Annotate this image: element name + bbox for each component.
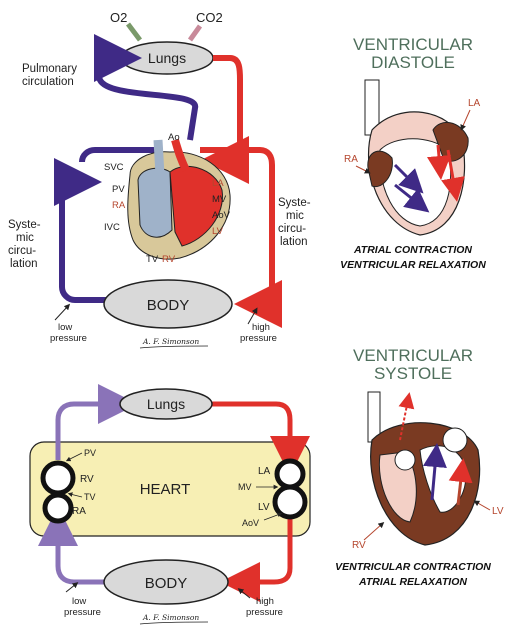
bottom-low-pressure-2: pressure (64, 607, 101, 618)
low-pressure-1: low (58, 322, 72, 333)
lungs-label: Lungs (148, 50, 186, 66)
label-ivc: IVC (104, 222, 120, 233)
bottom-mv-label: MV (238, 482, 252, 492)
pulmonary-label-1: Pulmonary (22, 63, 77, 75)
pulmonary-artery-path (93, 34, 198, 141)
pulmonary-label-2: circulation (22, 76, 74, 88)
systemic-right-1: Syste- (278, 197, 311, 209)
diastole-heart-illustration (364, 79, 469, 236)
low-pressure-pointer-icon (54, 303, 71, 321)
co2-out-arrow-icon (187, 24, 203, 42)
high-pressure-1: high (252, 322, 270, 333)
bottom-la-label: LA (258, 466, 271, 477)
o2-label: O2 (110, 10, 127, 25)
systemic-left-2: mic (16, 232, 34, 244)
diastole-caption-2: VENTRICULAR RELAXATION (340, 259, 486, 271)
diastole-caption-1: ATRIAL CONTRACTION (353, 244, 472, 256)
label-rv: RV (162, 254, 176, 265)
bottom-low-pressure-1: low (72, 596, 86, 607)
bottom-lv-label: LV (258, 502, 270, 513)
body-oval (103, 279, 233, 329)
co2-label: CO2 (196, 10, 223, 25)
diastole-title-1: VENTRICULAR (353, 35, 473, 54)
bottom-tv-label: TV (84, 492, 96, 502)
systole-title-1: VENTRICULAR (353, 346, 473, 365)
label-pv: PV (112, 184, 125, 195)
systole-rv-label: RV (352, 540, 366, 551)
diastole-title-2: DIASTOLE (371, 53, 455, 72)
from-lungs-path (212, 401, 310, 476)
systemic-left-4: lation (10, 258, 38, 270)
bottom-ra-label: RA (72, 506, 86, 517)
bottom-rv-label: RV (80, 474, 94, 485)
label-svc: SVC (104, 162, 124, 173)
bottom-high-pressure-1: high (256, 596, 274, 607)
systemic-right-3: circu- (278, 223, 306, 235)
systemic-venous-return-path (53, 158, 118, 303)
label-ao: Ao (168, 132, 180, 143)
la-chamber (274, 458, 306, 490)
systemic-right-4: lation (280, 236, 308, 248)
label-tv: TV (146, 254, 159, 265)
systole-caption-2: ATRIAL RELAXATION (358, 576, 467, 588)
diastole-panel: VENTRICULAR DIASTOLE LA RA ATRIAL CONTRA… (340, 35, 486, 271)
lv-chamber (272, 484, 308, 520)
systole-caption-1: VENTRICULAR CONTRACTION (335, 561, 491, 573)
signature-top: A. F. Simonson (142, 337, 199, 346)
bottom-pv-label: PV (84, 448, 96, 458)
systole-heart-illustration (367, 391, 481, 546)
low-pressure-2: pressure (50, 333, 87, 344)
label-lv: LV (212, 226, 224, 237)
svc-return-path (79, 147, 160, 163)
top-circulation-diagram: O2 CO2 Lungs Pulmonary circulation Syste… (8, 10, 311, 349)
systemic-left-3: circu- (8, 245, 36, 257)
to-lungs-path (55, 384, 138, 460)
systemic-right-2: mic (286, 210, 304, 222)
ra-chamber (42, 492, 74, 524)
bottom-high-pressure-2: pressure (246, 607, 283, 618)
label-ra: RA (112, 200, 126, 211)
high-pressure-pointer-icon (247, 307, 258, 325)
body-label: BODY (147, 297, 190, 314)
rv-chamber (40, 460, 76, 496)
from-body-path (38, 506, 110, 585)
systemic-left-1: Syste- (8, 219, 41, 231)
bottom-circulation-diagram: HEART Lungs RV RA PV TV LA LV MV AoV BOD… (29, 384, 311, 625)
heart-label: HEART (140, 481, 191, 498)
anatomical-heart (127, 138, 231, 260)
systole-panel: VENTRICULAR SYSTOLE RV LV VENTRICULAR CO… (335, 346, 504, 588)
label-mv: MV (212, 194, 227, 205)
to-body-path (220, 518, 293, 602)
signature-bottom: A. F. Simonson (142, 613, 199, 622)
body-oval-bottom (103, 559, 229, 605)
aorta-systemic-path (200, 147, 283, 328)
label-aov: AoV (212, 210, 231, 221)
lungs-oval-bottom (119, 388, 213, 420)
heart-box (29, 441, 311, 537)
systole-lv-label: LV (492, 506, 504, 517)
high-pressure-2: pressure (240, 333, 277, 344)
pulmonary-vein-path (201, 55, 250, 184)
systole-title-2: SYSTOLE (374, 364, 452, 383)
bottom-aov-label: AoV (242, 518, 259, 528)
body-label-bottom: BODY (145, 575, 188, 592)
label-la: LA (212, 178, 224, 189)
diastole-ra-label: RA (344, 154, 358, 165)
o2-in-arrow-icon (126, 22, 142, 42)
lungs-label-bottom: Lungs (147, 396, 185, 412)
diastole-la-label: LA (468, 98, 481, 109)
